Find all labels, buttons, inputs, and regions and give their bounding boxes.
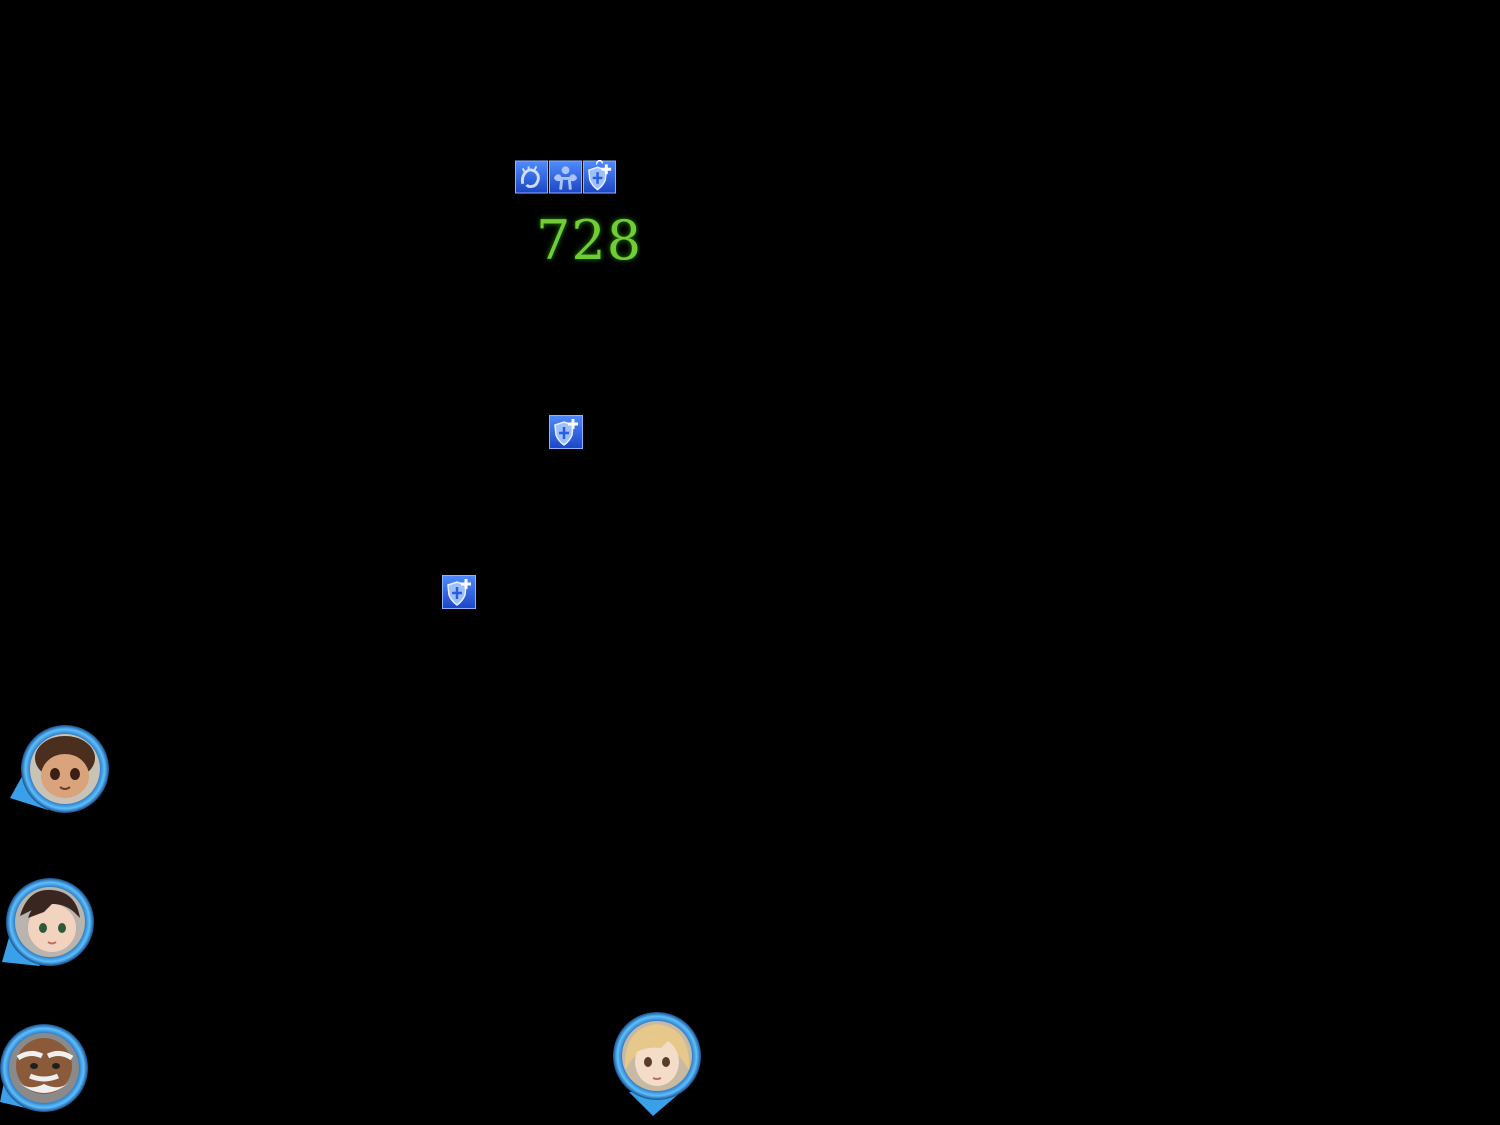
floating-damage-number: 7289: [536, 210, 640, 272]
party-marker-3[interactable]: [0, 1022, 92, 1114]
brown-hair-boy-portrait: [10, 725, 109, 813]
dark-hair-girl-portrait: [2, 878, 94, 966]
shield-heal-buff-icon: [549, 415, 583, 449]
muscle-buff-icon: [549, 160, 582, 194]
target-buff-row: [515, 160, 616, 194]
bearded-man-portrait: [0, 1024, 88, 1112]
party-marker-1[interactable]: [8, 722, 112, 816]
shield-heal-buff-icon: [442, 575, 476, 609]
tentacle-buff-icon: [515, 160, 548, 194]
party-marker-2[interactable]: [0, 876, 100, 970]
shield-heal-buff-icon: [583, 160, 616, 194]
party-marker-4[interactable]: [611, 1010, 703, 1118]
blonde-girl-portrait: [613, 1012, 701, 1116]
